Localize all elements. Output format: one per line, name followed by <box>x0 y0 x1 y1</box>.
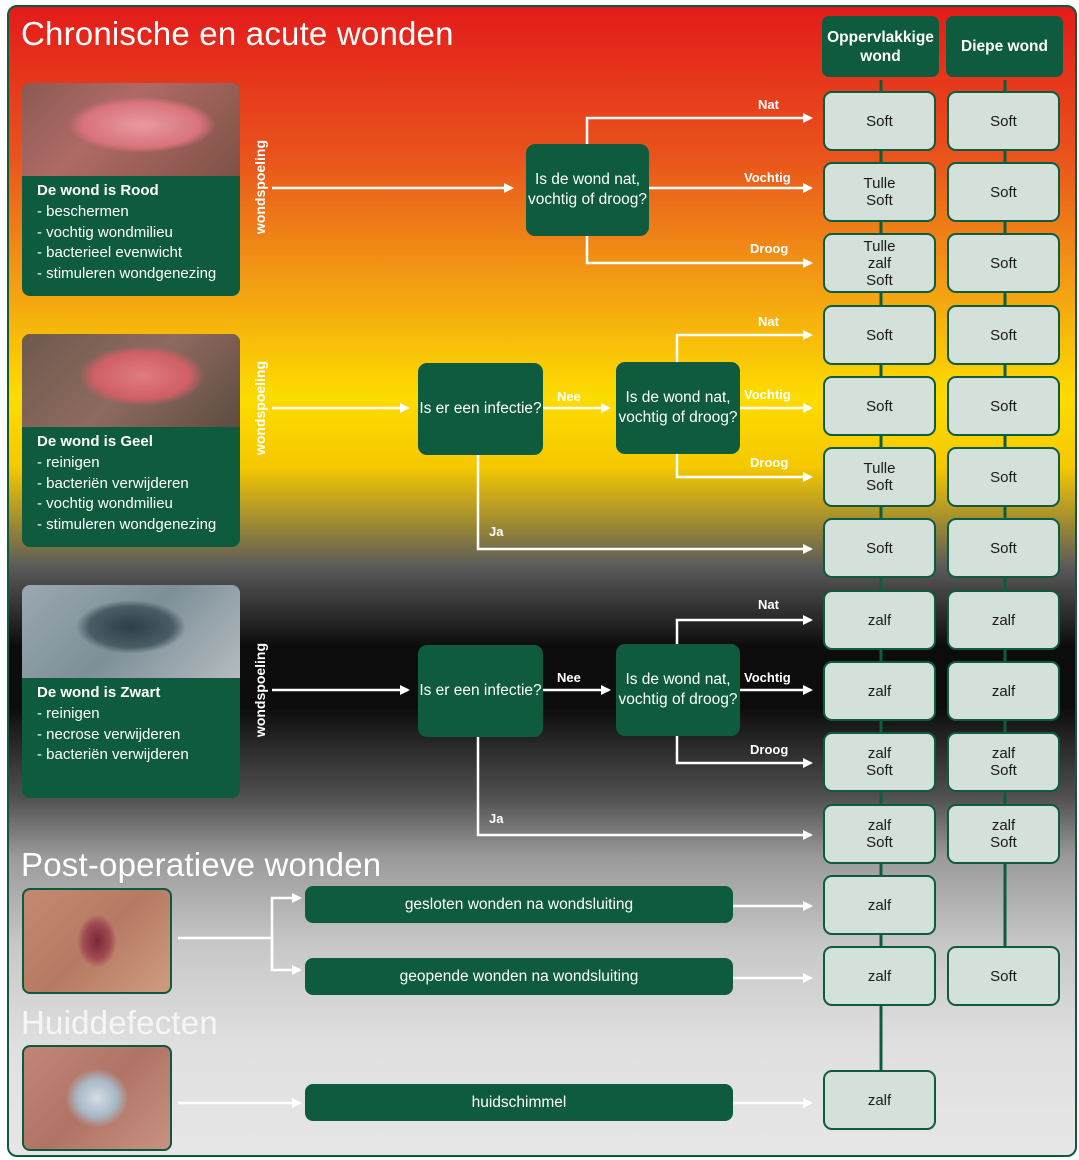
cell-superficial: zalf <box>823 661 936 721</box>
cell-superficial: zalf <box>823 875 936 935</box>
decision-wet-moist-dry-3: Is de wond nat, vochtig of droog? <box>616 644 740 736</box>
cell-deep: zalf Soft <box>947 732 1060 792</box>
cell-superficial: zalf <box>823 1070 936 1130</box>
cell-superficial: Tulle zalf Soft <box>823 233 936 293</box>
bar-closed-wounds: gesloten wonden na wondsluiting <box>305 886 733 923</box>
cell-superficial: Soft <box>823 305 936 365</box>
section-title-postop: Post-operatieve wonden <box>21 846 382 883</box>
decision-wet-moist-dry-1: Is de wond nat, vochtig of droog? <box>526 144 649 236</box>
rinse-label-red: wondspoeling <box>252 139 268 235</box>
section-title-skin: Huiddefecten <box>21 1004 218 1041</box>
branch-label-moist: Vochtig <box>744 387 791 402</box>
cell-deep: Soft <box>947 305 1060 365</box>
rinse-label-yellow: wondspoeling <box>252 360 268 456</box>
cell-deep: Soft <box>947 91 1060 151</box>
wound-card-red: De wond is Rood - beschermen - vochtig w… <box>22 83 240 296</box>
cell-deep: Soft <box>947 233 1060 293</box>
branch-label-wet: Nat <box>758 97 779 112</box>
card-title: De wond is Zwart <box>37 684 161 701</box>
cell-deep: Soft <box>947 376 1060 436</box>
card-item: - bacteriën verwijderen <box>37 474 189 492</box>
column-header-deep: Diepe wond <box>946 16 1063 77</box>
card-item: - bacteriën verwijderen <box>37 746 189 764</box>
card-item: - stimuleren wondgenezing <box>37 265 217 283</box>
cell-superficial: zalf Soft <box>823 732 936 792</box>
cell-superficial: zalf <box>823 946 936 1006</box>
cell-deep: zalf Soft <box>947 804 1060 864</box>
card-item: - vochtig wondmilieu <box>37 223 173 241</box>
branch-label-wet: Nat <box>758 314 779 329</box>
rinse-label-black: wondspoeling <box>252 642 268 738</box>
cell-deep: Soft <box>947 518 1060 578</box>
card-title: De wond is Rood <box>37 182 159 199</box>
branch-label-moist: Vochtig <box>744 670 791 685</box>
cell-superficial: Tulle Soft <box>823 162 936 222</box>
branch-label-dry: Droog <box>750 742 789 757</box>
red-wound-photo <box>22 83 240 176</box>
cell-superficial: zalf <box>823 590 936 650</box>
cell-superficial: Tulle Soft <box>823 447 936 507</box>
card-title: De wond is Geel <box>37 433 153 450</box>
bar-opened-wounds: geopende wonden na wondsluiting <box>305 958 733 995</box>
skin-defect-photo <box>22 1045 172 1151</box>
branch-label-yes: Ja <box>489 811 504 826</box>
column-header-superficial: Oppervlakkige wond <box>822 16 939 77</box>
decision-infection-2: Is er een infectie? <box>418 645 543 737</box>
cell-deep: zalf <box>947 661 1060 721</box>
cell-superficial: Soft <box>823 376 936 436</box>
card-item: - bacterieel evenwicht <box>37 244 183 262</box>
branch-label-no: Nee <box>557 389 581 404</box>
branch-label-wet: Nat <box>758 597 779 612</box>
cell-deep: Soft <box>947 447 1060 507</box>
branch-label-dry: Droog <box>750 455 789 470</box>
decision-wet-moist-dry-2: Is de wond nat, vochtig of droog? <box>616 362 740 454</box>
cell-superficial: Soft <box>823 518 936 578</box>
card-item: - vochtig wondmilieu <box>37 495 173 513</box>
card-item: - stimuleren wondgenezing <box>37 516 217 534</box>
cell-deep: Soft <box>947 162 1060 222</box>
section-title-chronic: Chronische en acute wonden <box>21 15 454 52</box>
wound-card-black: De wond is Zwart - reinigen - necrose ve… <box>22 585 240 798</box>
branch-label-dry: Droog <box>750 241 789 256</box>
cell-deep: zalf <box>947 590 1060 650</box>
yellow-wound-photo <box>22 334 240 427</box>
wound-card-yellow: De wond is Geel - reinigen - bacteriën v… <box>22 334 240 547</box>
cell-deep: Soft <box>947 946 1060 1006</box>
black-wound-photo <box>22 585 240 678</box>
postop-wound-photo <box>22 888 172 994</box>
card-item: - beschermen <box>37 202 129 220</box>
branch-label-yes: Ja <box>489 524 504 539</box>
cell-superficial: Soft <box>823 91 936 151</box>
arrows <box>178 113 813 1108</box>
card-item: - reinigen <box>37 453 100 471</box>
decision-infection-1: Is er een infectie? <box>418 363 543 455</box>
card-item: - necrose verwijderen <box>37 725 181 743</box>
bar-skin-fungus: huidschimmel <box>305 1084 733 1121</box>
card-item: - reinigen <box>37 704 100 722</box>
branch-label-moist: Vochtig <box>744 170 791 185</box>
branch-label-no: Nee <box>557 670 581 685</box>
cell-superficial: zalf Soft <box>823 804 936 864</box>
